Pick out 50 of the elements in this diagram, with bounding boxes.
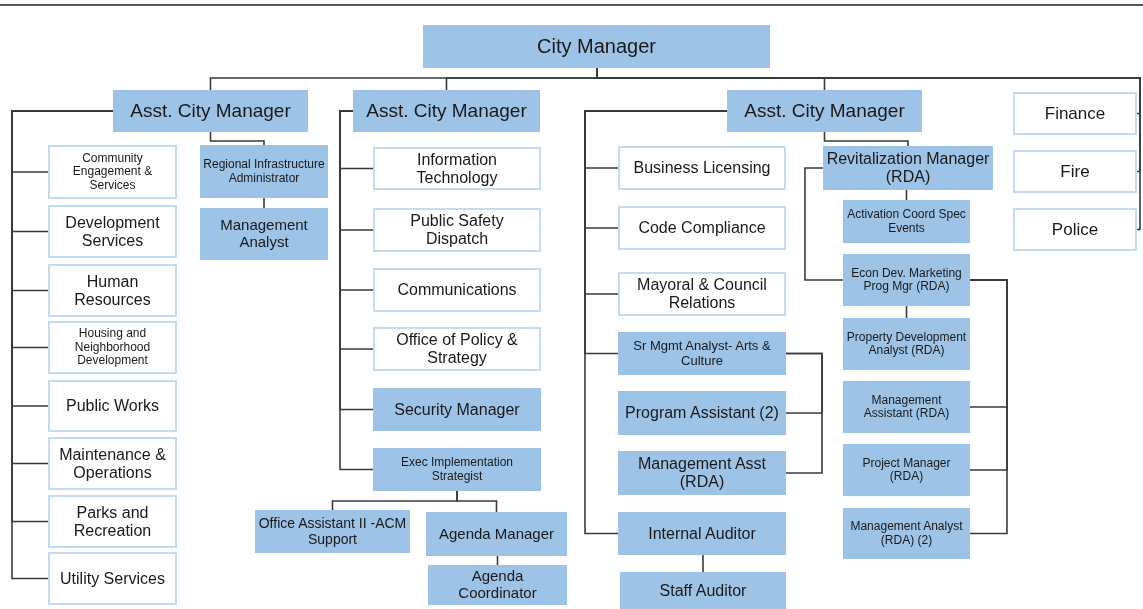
department-box: Parks and Recreation [48, 495, 177, 548]
position-box: Project Manager (RDA) [843, 444, 970, 496]
department-box: Utility Services [48, 552, 177, 605]
department-box: Community Engagement & Services [48, 145, 177, 199]
department-box: Human Resources [48, 264, 177, 317]
position-box: Asst. City Manager [113, 90, 308, 132]
department-box: Fire [1013, 150, 1137, 193]
position-box: City Manager [423, 25, 770, 68]
connector-line [702, 554, 704, 573]
position-box: Internal Auditor [618, 512, 786, 555]
position-box: Program Assistant (2) [618, 391, 786, 435]
position-box: Revitalization Manager (RDA) [823, 146, 993, 190]
position-box: Staff Auditor [620, 572, 786, 609]
position-box: Agenda Manager [426, 512, 567, 556]
position-box: Management Assistant (RDA) [843, 381, 970, 433]
department-box: Information Technology [373, 147, 541, 190]
department-box: Mayoral & Council Relations [618, 272, 786, 316]
connector-line [263, 197, 265, 209]
position-box: Asst. City Manager [727, 90, 922, 132]
position-box: Agenda Coordinator [428, 565, 567, 605]
department-box: Office of Policy & Strategy [373, 327, 541, 371]
connector-line [339, 110, 374, 471]
connector-line [785, 352, 823, 474]
position-box: Property Development Analyst (RDA) [843, 318, 970, 370]
connector-line [823, 131, 909, 147]
position-box: Econ Dev. Marketing Prog Mgr (RDA) [843, 254, 970, 306]
department-box: Code Compliance [618, 206, 786, 250]
position-box: Management Analyst (RDA) (2) [843, 508, 970, 559]
position-box: Regional Infrastructure Administrator [200, 145, 328, 198]
department-box: Finance [1013, 92, 1137, 135]
position-box: Activation Coord Spec Events [843, 200, 970, 243]
position-box: Sr Mgmt Analyst- Arts & Culture [618, 332, 786, 375]
connector-line [209, 131, 265, 146]
position-box: Asst. City Manager [353, 90, 540, 132]
connector-line [804, 167, 844, 281]
department-box: Public Safety Dispatch [373, 208, 541, 252]
department-box: Housing and Neighborhood Development [48, 321, 177, 374]
position-box: Security Manager [373, 388, 541, 431]
department-box: Development Services [48, 205, 177, 258]
position-box: Office Assistant II -ACM Support [255, 510, 410, 553]
connector-line [969, 279, 1008, 535]
department-box: Business Licensing [618, 146, 786, 190]
connector-line [456, 490, 498, 513]
department-box: Police [1013, 208, 1137, 251]
position-box: Management Analyst [200, 208, 328, 260]
position-box: Management Asst (RDA) [618, 451, 786, 495]
department-box: Public Works [48, 380, 177, 432]
department-box: Maintenance & Operations [48, 437, 177, 490]
department-box: Communications [373, 268, 541, 312]
position-box: Exec Implementation Strategist [373, 448, 541, 491]
